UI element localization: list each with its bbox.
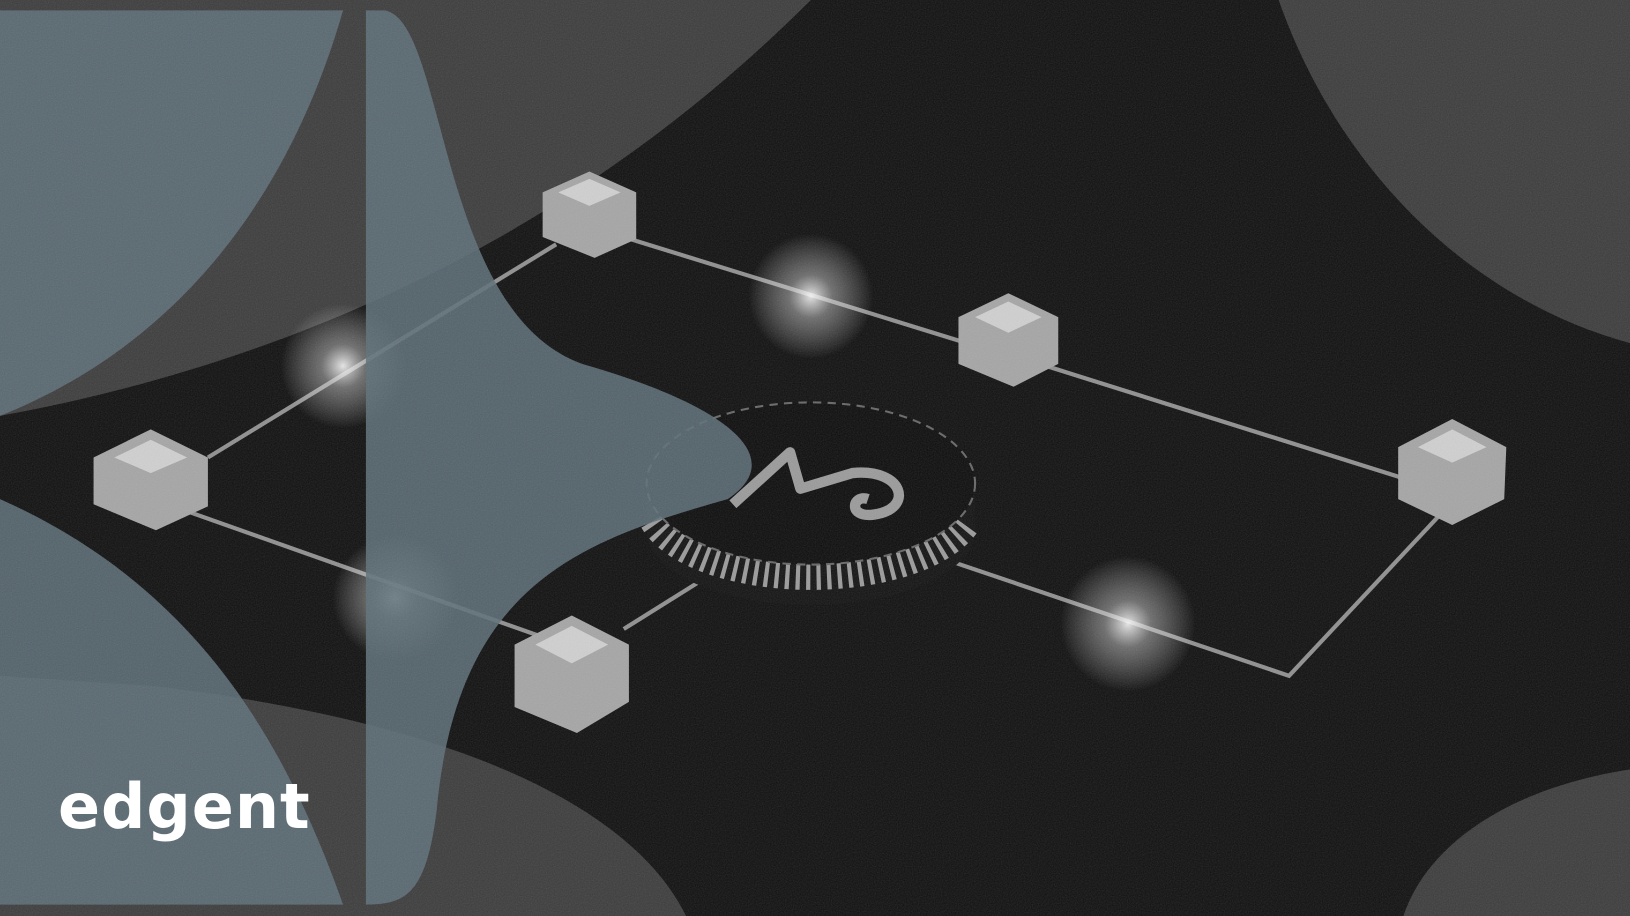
edgent-logo: edgent xyxy=(58,770,311,843)
